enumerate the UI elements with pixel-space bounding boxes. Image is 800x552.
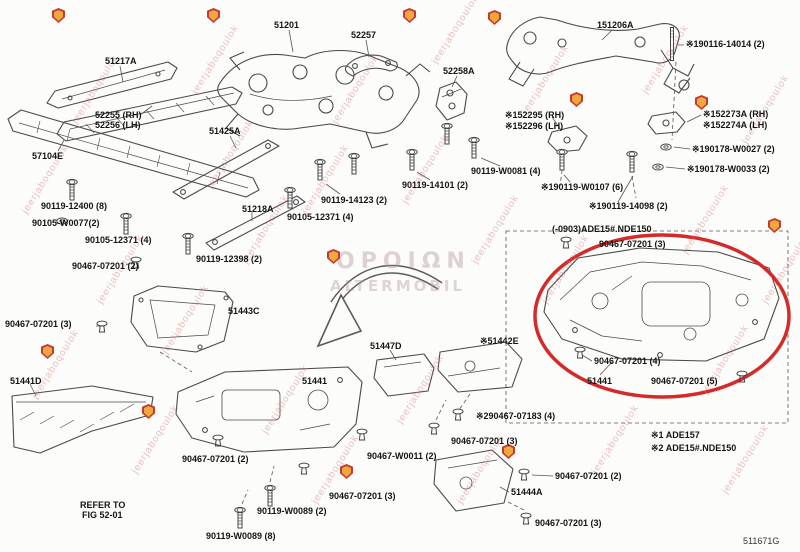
bolt-icon [120, 212, 132, 235]
bolt-icon [441, 122, 453, 145]
bolt-icon [556, 148, 568, 171]
nut-icon [660, 143, 672, 151]
part-outlines [7, 16, 780, 512]
clip-icon [298, 462, 310, 475]
clip-icon [428, 422, 440, 435]
clip-icon [520, 512, 532, 525]
variant-box [505, 230, 789, 424]
fasteners [56, 27, 748, 529]
bolt-icon [66, 178, 78, 201]
bolt-icon [234, 506, 246, 529]
clip-icon [96, 320, 108, 333]
leader-lines [29, 29, 702, 493]
clip-icon [452, 408, 464, 421]
bolt-icon [264, 484, 276, 507]
nut-icon [56, 217, 68, 225]
bolt-icon [182, 232, 194, 255]
bolt-icon [406, 148, 418, 171]
highlight-ellipse [533, 233, 791, 399]
dashed-lines [159, 61, 789, 511]
bolt-icon [626, 150, 638, 173]
bolt-icon [314, 158, 326, 181]
bolt-icon [348, 152, 360, 175]
direction-arrow [316, 264, 443, 348]
clip-icon [518, 468, 530, 481]
stud-icon [670, 27, 674, 61]
clip-icon [356, 428, 368, 441]
bolt-icon [468, 136, 480, 159]
nut-icon [652, 163, 664, 171]
clip-icon [560, 236, 572, 249]
